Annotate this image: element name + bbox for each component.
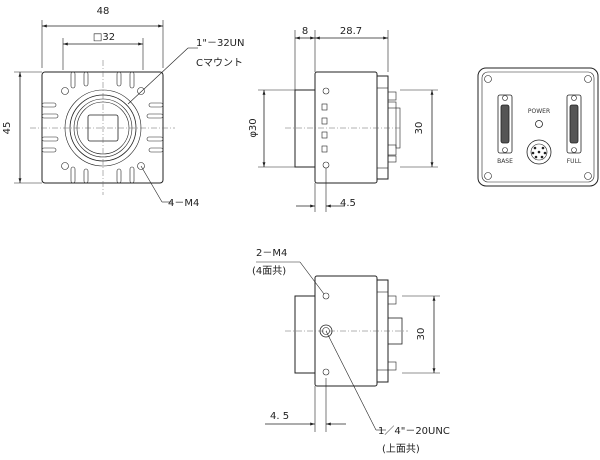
bottom-holes-label: 2－M4 <box>256 248 287 259</box>
power-led-icon <box>535 120 543 128</box>
tripod-note: (上面共) <box>382 443 420 455</box>
side-hole <box>322 87 330 95</box>
mount-thread-label: 1"－32UN <box>196 38 245 49</box>
bottom-offset-dimension: 4. 5 <box>270 411 289 422</box>
rear-view: POWER BASE FULL <box>477 67 599 187</box>
bottom-hole <box>322 368 330 376</box>
base-label: BASE <box>497 158 513 165</box>
side-rear-plate <box>376 75 389 180</box>
power-label: POWER <box>528 108 550 115</box>
lens-square-dimension: □32 <box>93 32 115 43</box>
rear-screw <box>584 172 592 180</box>
side-depth-dimension: 28.7 <box>340 26 362 37</box>
mount-hole <box>61 162 69 170</box>
side-mount-barrel <box>294 89 316 168</box>
cooling-fins <box>41 71 164 184</box>
side-height-dimension: 30 <box>414 122 425 135</box>
tripod-hole <box>319 324 333 338</box>
bottom-hole <box>322 292 330 300</box>
tripod-thread-label: 1／4"－20UNC <box>378 425 450 437</box>
rear-screw <box>484 172 492 180</box>
bottom-holes-note: (4面共) <box>252 265 286 277</box>
side-bottom-dimension: 4.5 <box>340 198 356 209</box>
front-width-dimension: 48 <box>97 6 110 17</box>
full-label: FULL <box>567 158 582 165</box>
rear-screw <box>584 75 592 83</box>
mount-hole <box>137 162 145 170</box>
power-connector-icon <box>526 139 552 165</box>
front-holes-label: 4－M4 <box>168 198 199 209</box>
bottom-height-dimension: 30 <box>416 328 427 341</box>
side-offset-dimension: 8 <box>302 26 308 37</box>
full-connector <box>566 94 582 154</box>
front-view: 48 □32 45 <box>2 6 245 209</box>
side-view: 8 28.7 φ30 30 <box>248 26 438 212</box>
camera-rear-body <box>477 67 599 187</box>
front-height-dimension: 45 <box>2 122 13 135</box>
base-connector <box>497 94 513 154</box>
rear-screw <box>484 75 492 83</box>
mount-hole <box>137 87 145 95</box>
lens-diameter-dimension: φ30 <box>248 118 259 137</box>
mount-hole <box>61 87 69 95</box>
bottom-mount-barrel <box>294 295 316 374</box>
mount-type-label: Cマウント <box>196 57 243 69</box>
bottom-view: 2－M4 (4面共) 30 4. 5 1／4"－20UNC (上面共) <box>252 248 450 455</box>
